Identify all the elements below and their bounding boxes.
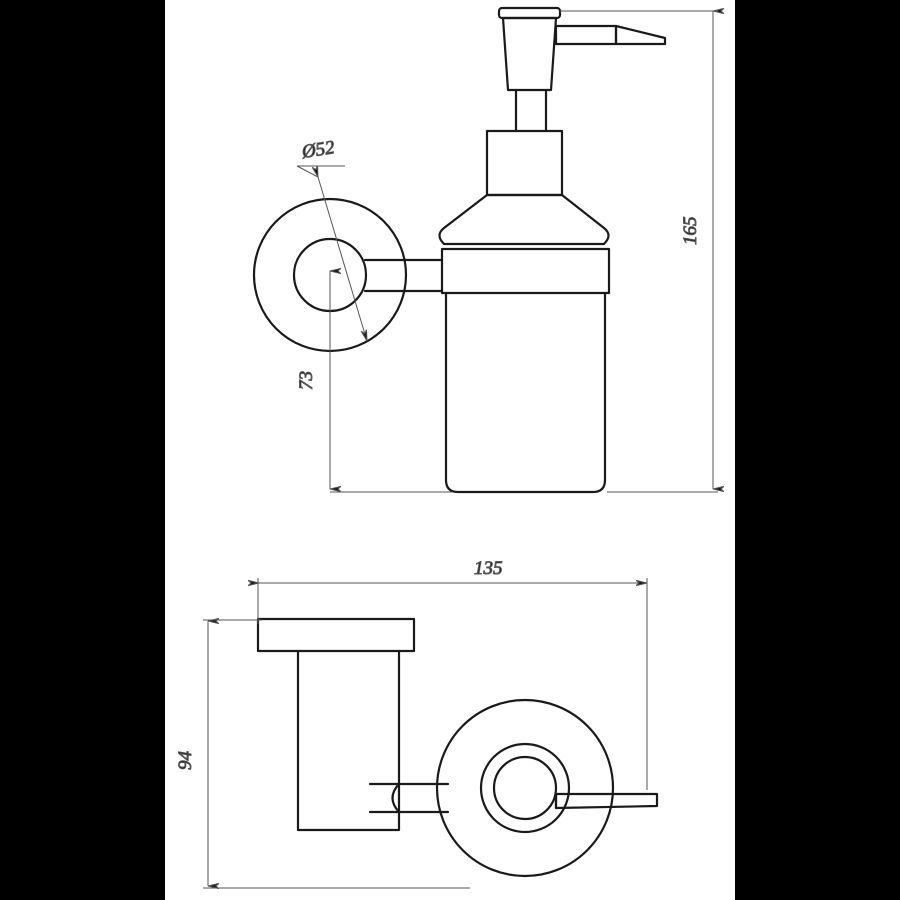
pump-collar <box>485 129 564 197</box>
pump-collar-circles <box>435 698 615 878</box>
dimension-label-dia-52: Ø52 <box>300 137 337 163</box>
drawing-canvas <box>165 0 735 900</box>
pump-cap <box>497 6 562 20</box>
spout-top <box>554 792 659 810</box>
bottle-body-rect <box>296 649 401 832</box>
support-arm <box>363 258 444 293</box>
dimension-length-135: 135 <box>258 558 648 790</box>
dimension-dia-52: Ø52 <box>296 137 367 341</box>
dimension-height-165: 165 <box>560 11 718 493</box>
spout <box>554 24 667 46</box>
arm-top <box>368 782 450 814</box>
wall-plate-rect <box>256 617 416 653</box>
dimension-label-165: 165 <box>680 217 701 246</box>
pump-head <box>501 16 558 92</box>
dimension-label-73: 73 <box>296 371 317 390</box>
bottle-shoulder <box>438 193 610 246</box>
dimension-label-135: 135 <box>474 558 503 579</box>
bottle-collar <box>440 247 611 295</box>
dimension-height-73: 73 <box>296 271 452 493</box>
dimension-layer: Ø52 73 165 135 <box>175 11 718 888</box>
pump-neck <box>514 88 548 133</box>
dimension-label-94: 94 <box>175 751 196 771</box>
bottle-body <box>444 291 607 494</box>
dimension-width-94: 94 <box>175 620 470 888</box>
